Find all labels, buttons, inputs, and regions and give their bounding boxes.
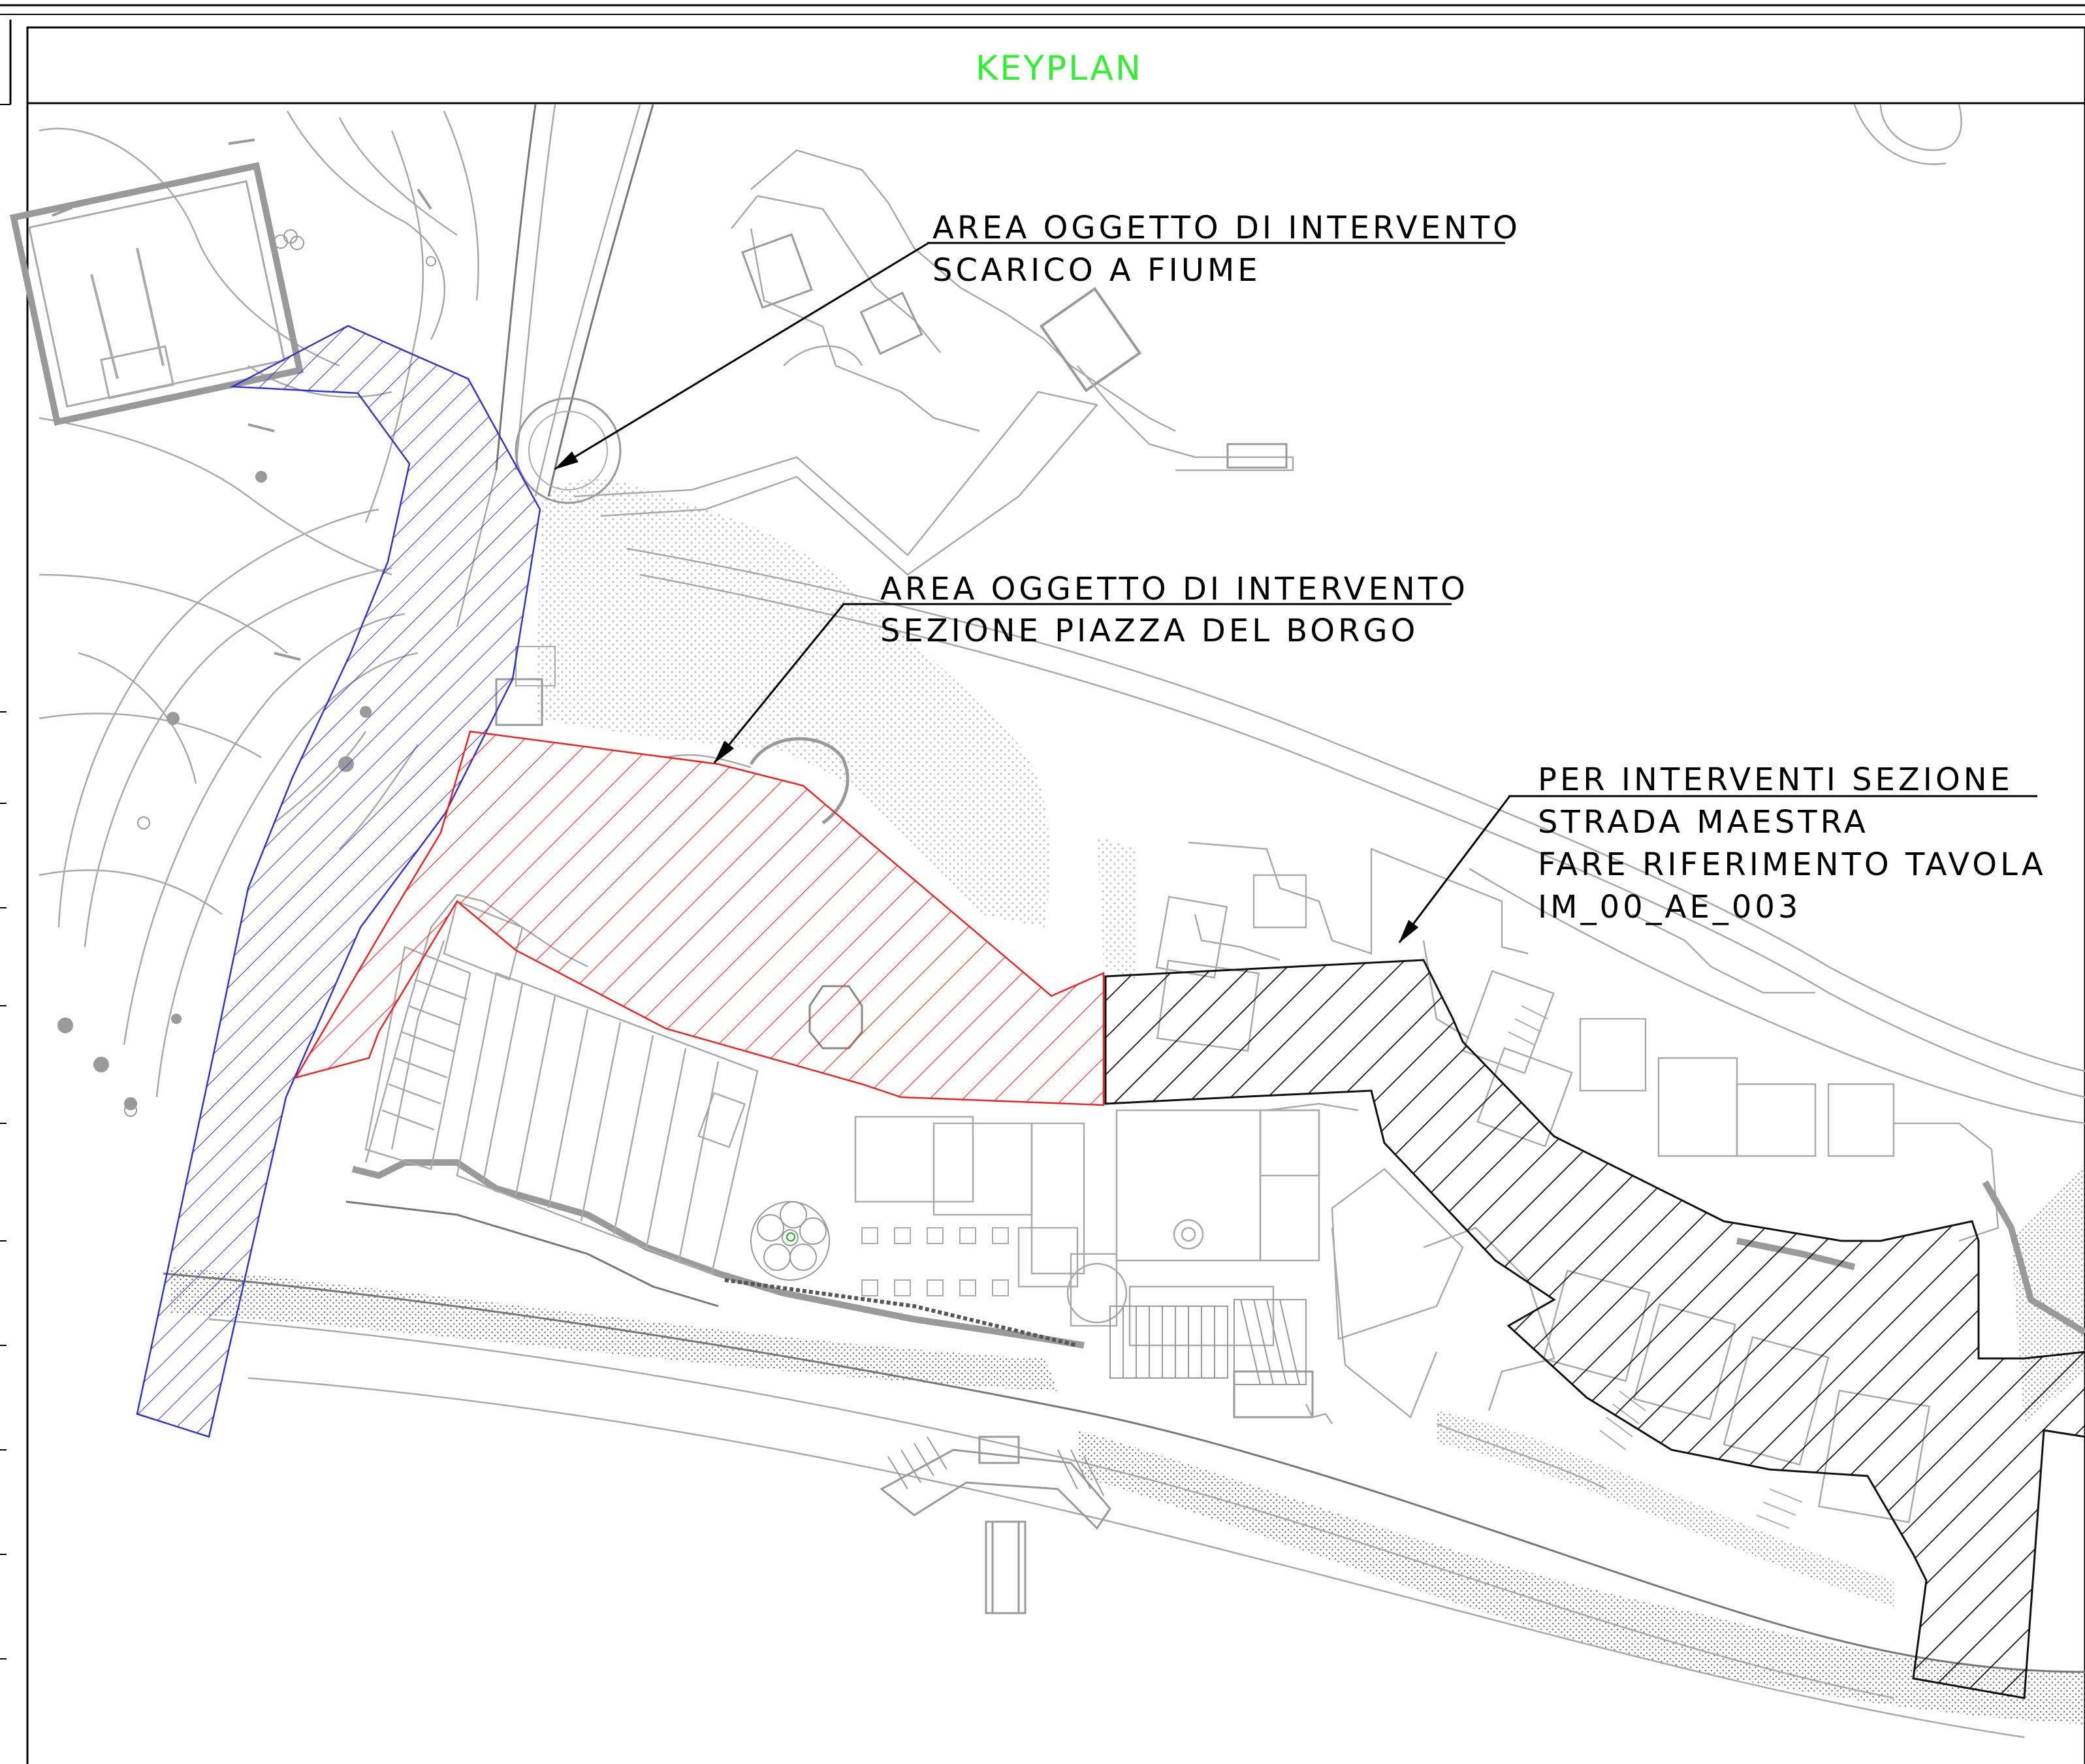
label-line: SEZIONE PIAZZA DEL BORGO bbox=[880, 613, 1418, 649]
label-line: SCARICO A FIUME bbox=[932, 252, 1261, 289]
label-scarico-fiume: AREA OGGETTO DI INTERVENTO SCARICO A FIU… bbox=[932, 210, 1521, 289]
label-line: IM_00_AE_003 bbox=[1538, 889, 1801, 925]
label-line: PER INTERVENTI SEZIONE bbox=[1538, 762, 2013, 798]
sheet-frame bbox=[0, 4, 2085, 1764]
area-strada-maestra-hatch bbox=[1104, 959, 2085, 1699]
leader-strada-maestra bbox=[1398, 795, 2037, 944]
label-line: AREA OGGETTO DI INTERVENTO bbox=[880, 571, 1469, 607]
label-line: AREA OGGETTO DI INTERVENTO bbox=[932, 210, 1521, 246]
leader-scarico-fiume bbox=[554, 242, 1505, 470]
label-strada-maestra: PER INTERVENTI SEZIONE STRADA MAESTRA FA… bbox=[1538, 762, 2046, 925]
sheet-title: KEYPLAN bbox=[976, 49, 1143, 88]
label-piazza-borgo: AREA OGGETTO DI INTERVENTO SEZIONE PIAZZ… bbox=[880, 571, 1469, 649]
label-line: FARE RIFERIMENTO TAVOLA bbox=[1538, 846, 2046, 883]
leader-piazza-borgo bbox=[713, 603, 1452, 764]
area-piazza-borgo-hatch bbox=[294, 730, 1105, 1106]
area-scarico-fiume-hatch bbox=[136, 325, 541, 1438]
label-line: STRADA MAESTRA bbox=[1538, 804, 1869, 841]
